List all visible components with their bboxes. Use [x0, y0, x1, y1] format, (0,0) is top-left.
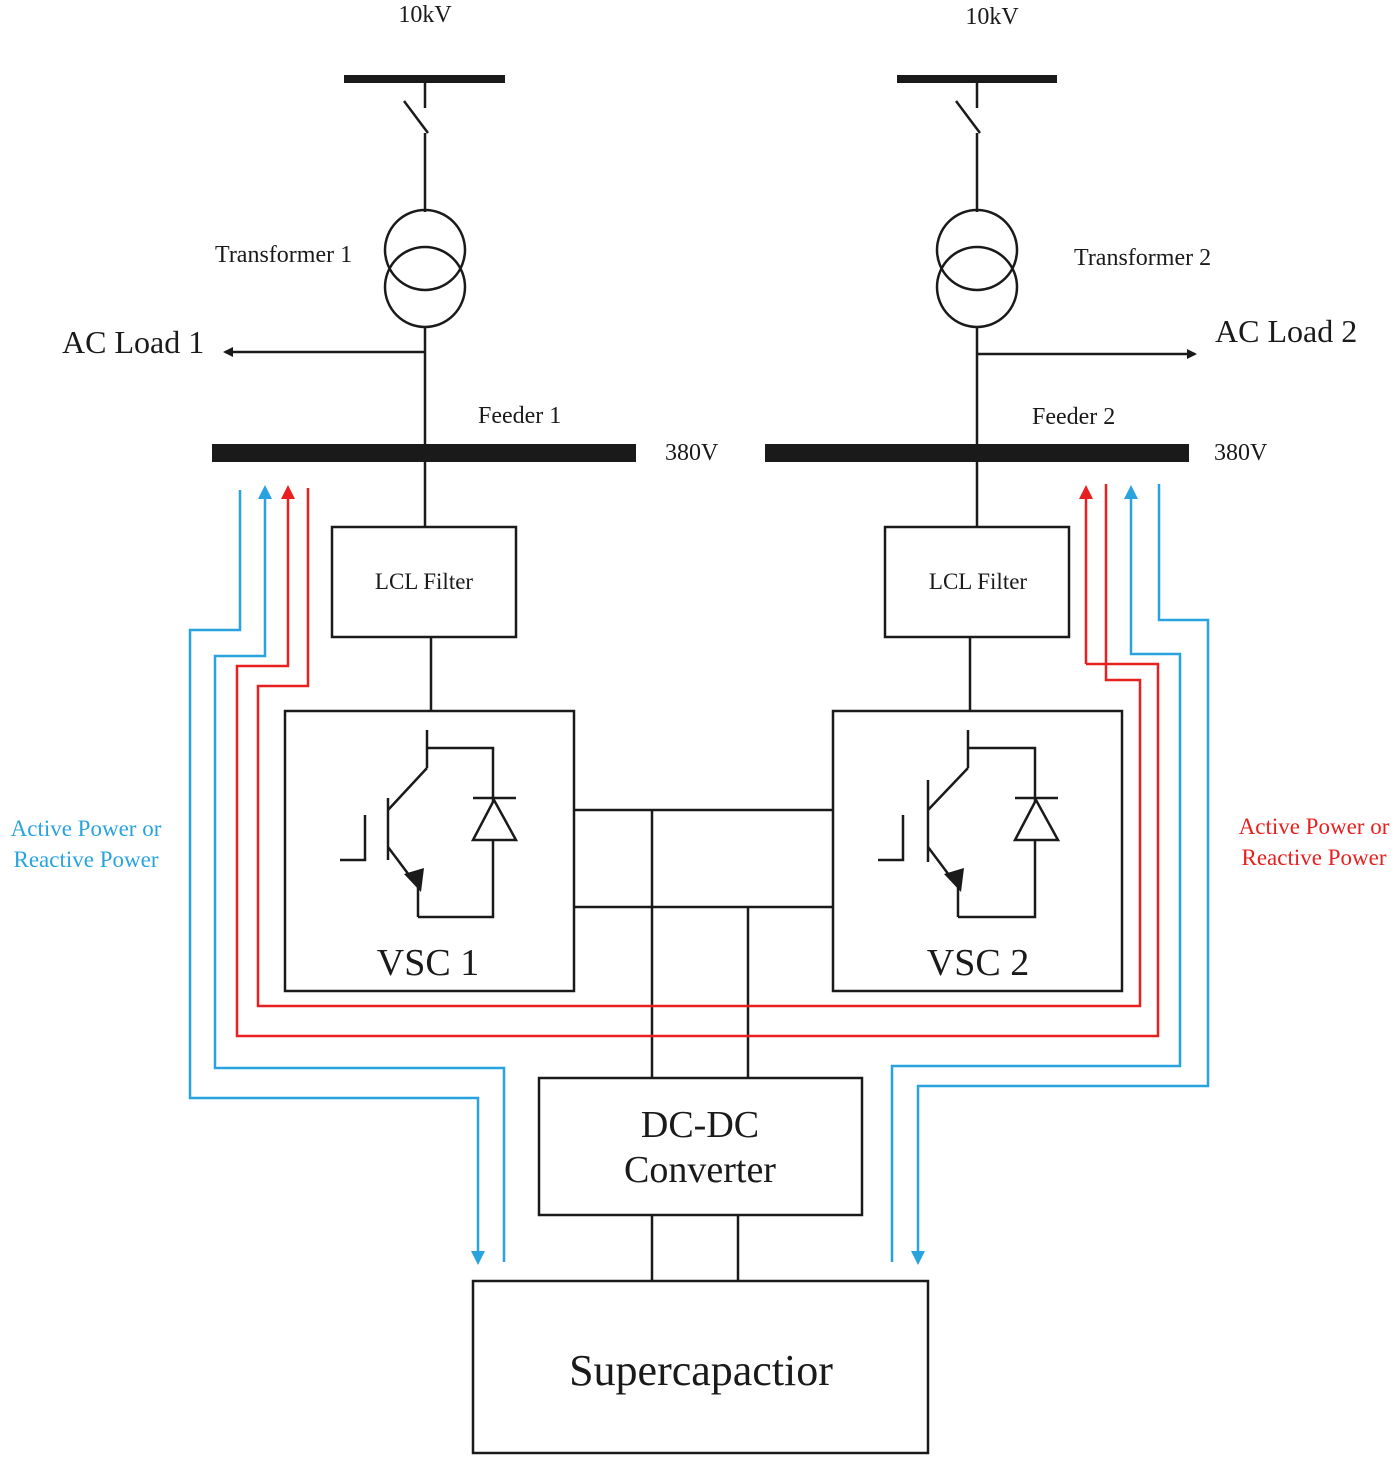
supercapacitor-box	[471, 1279, 930, 1455]
vsc-2-label: VSC 2	[927, 942, 1029, 984]
transformer-2-symbol	[935, 208, 1019, 329]
grid-bus-2	[897, 75, 1057, 83]
supercapacitor-label: Supercapactior	[569, 1346, 833, 1395]
bus-1-voltage-label: 380V	[665, 440, 719, 466]
lcl-filter-1-label: LCL Filter	[375, 569, 474, 594]
vsc-1-label: VSC 1	[377, 942, 479, 984]
diode-1-icon	[470, 796, 519, 842]
transformer-1-symbol	[383, 208, 467, 329]
lcl-filter-1-box	[330, 525, 518, 639]
lcl-filter-2-label: LCL Filter	[929, 569, 1028, 594]
dc-link-wiring	[574, 808, 833, 1078]
bus-2-voltage-label: 380V	[1214, 440, 1268, 466]
diode-2-icon	[1012, 796, 1061, 842]
source-voltage-label-2: 10kV	[965, 4, 1019, 30]
transformer-1-label: Transformer 1	[215, 242, 352, 268]
ac-load-1-label: AC Load 1	[62, 324, 204, 360]
feeder-1-label: Feeder 1	[478, 403, 561, 429]
dc-dc-converter-box	[537, 1076, 864, 1217]
feeder-2-label: Feeder 2	[1032, 404, 1115, 430]
transformer-2-label: Transformer 2	[1074, 245, 1211, 271]
lcl-filter-2-box	[883, 525, 1071, 639]
converter-label-line1: DC-DC	[641, 1104, 759, 1146]
left-blue-flow-paths	[188, 485, 506, 1265]
right-flow-label-line1: Active Power or	[1239, 814, 1390, 839]
right-blue-flow-paths	[890, 484, 1210, 1265]
grid-bus-1	[344, 75, 505, 83]
right-flow-label-line2: Reactive Power	[1242, 845, 1387, 870]
left-flow-label-line1: Active Power or	[11, 816, 162, 841]
vsc-2-box	[831, 709, 1124, 993]
bus-380v-2	[765, 444, 1189, 462]
converter-label-line2: Converter	[624, 1149, 776, 1191]
left-flow-label-line2: Reactive Power	[14, 847, 159, 872]
breaker-switch-1	[403, 83, 429, 212]
bus-380v-1	[212, 444, 636, 462]
vsc-1-box	[283, 709, 576, 993]
breaker-switch-2	[955, 83, 981, 212]
ac-load-2-label: AC Load 2	[1215, 313, 1357, 349]
source-voltage-label-1: 10kV	[398, 2, 452, 28]
left-red-flow-paths	[235, 484, 1160, 1038]
